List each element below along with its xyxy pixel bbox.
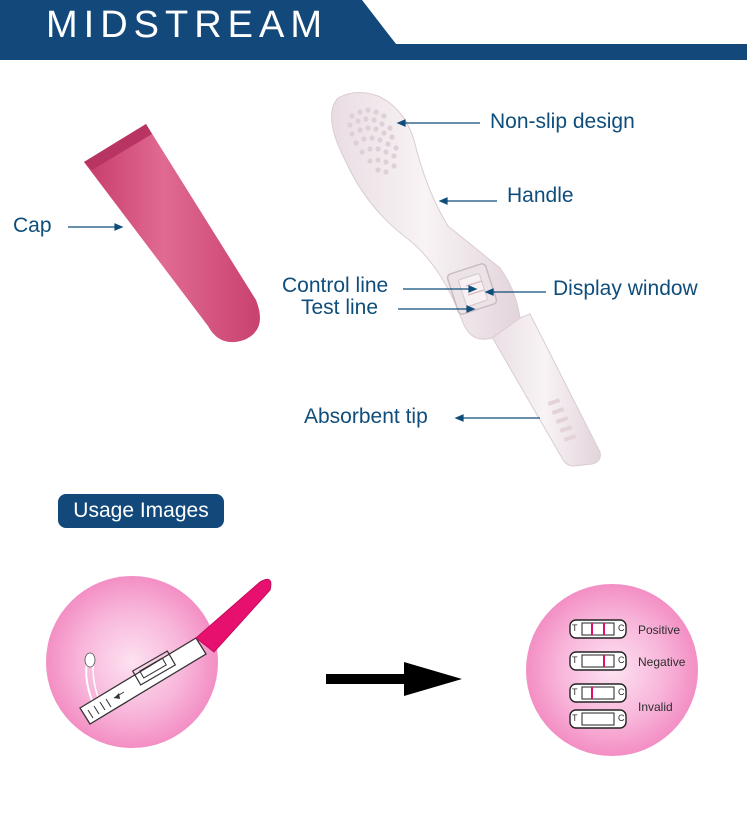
absorbent-tip-ridges xyxy=(547,398,577,442)
result-invalid-card-1 xyxy=(569,683,627,703)
cap-part xyxy=(84,124,260,343)
result-positive-card xyxy=(569,619,627,639)
result-negative-label: Negative xyxy=(638,655,686,669)
test-device xyxy=(331,92,601,467)
label-display-window: Display window xyxy=(553,277,698,300)
t-mark-invalid-1: T xyxy=(572,687,578,697)
non-slip-dots xyxy=(347,107,399,175)
label-handle: Handle xyxy=(507,184,574,207)
label-non-slip-design: Non-slip design xyxy=(490,110,635,133)
usage-images-title: Usage Images xyxy=(73,499,209,522)
result-negative-card xyxy=(569,651,627,671)
usage-device xyxy=(79,578,272,725)
label-cap: Cap xyxy=(13,214,52,237)
t-mark-negative: T xyxy=(572,655,578,665)
result-positive-label: Positive xyxy=(638,623,681,637)
label-test-line: Test line xyxy=(301,296,379,319)
usage-illustration xyxy=(46,576,698,756)
usage-step-circle xyxy=(46,576,272,748)
label-control-line: Control line xyxy=(282,274,389,297)
product-illustration xyxy=(68,92,601,467)
result-invalid-label: Invalid xyxy=(638,700,673,714)
arrow-icon xyxy=(326,662,462,696)
results-circle xyxy=(526,584,698,756)
c-mark-negative: C xyxy=(618,655,625,665)
c-mark-positive: C xyxy=(618,623,625,633)
pointer-lines xyxy=(68,119,546,422)
c-mark-invalid-1: C xyxy=(618,687,625,697)
page-title: MIDSTREAM xyxy=(46,4,328,46)
banner-shape xyxy=(0,0,747,60)
usage-images-badge: Usage Images xyxy=(58,494,224,528)
label-absorbent-tip: Absorbent tip xyxy=(304,405,428,428)
header-banner: MIDSTREAM xyxy=(0,0,747,60)
t-mark-positive: T xyxy=(572,623,578,633)
t-mark-invalid-2: T xyxy=(572,713,578,723)
result-invalid-card-2 xyxy=(569,709,627,729)
c-mark-invalid-2: C xyxy=(618,713,625,723)
